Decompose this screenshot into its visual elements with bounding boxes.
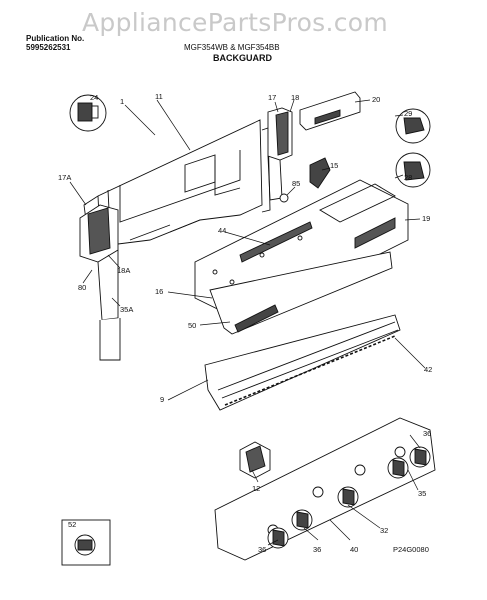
manifold-panel	[214, 417, 436, 561]
lamp-switch-part	[69, 94, 107, 132]
callout-19: 19	[422, 214, 430, 223]
leader-lines	[69, 99, 426, 546]
clock-timer-part	[299, 91, 361, 131]
callout-1: 1	[120, 97, 124, 106]
callout-9: 9	[160, 395, 164, 404]
callout-52: 52	[68, 520, 76, 529]
callout-24: 24	[90, 93, 98, 102]
callout-18a: 18A	[117, 266, 130, 275]
callout-numbers: 24 1 11 17 18 20 29 15 85 28 17A 44 19 1…	[58, 92, 432, 554]
callout-35: 35	[418, 489, 426, 498]
callout-15: 15	[330, 161, 338, 170]
callout-35a: 35A	[120, 305, 133, 314]
callout-12: 12	[252, 484, 260, 493]
callout-80: 80	[78, 283, 86, 292]
left-end-bracket	[79, 204, 121, 361]
callout-20: 20	[372, 95, 380, 104]
backguard-rear-panel	[83, 119, 271, 251]
timer-knob-part	[395, 108, 431, 144]
callout-42: 42	[424, 365, 432, 374]
callout-36-left: 36	[258, 545, 266, 554]
callout-11: 11	[155, 92, 163, 101]
callout-50: 50	[188, 321, 196, 330]
part-52-inset	[61, 519, 111, 566]
callout-29: 29	[404, 109, 412, 118]
rotary-knob-part	[395, 152, 431, 188]
callout-32: 32	[380, 526, 388, 535]
callout-36-mid: 36	[313, 545, 321, 554]
callout-85: 85	[292, 179, 300, 188]
callout-44: 44	[218, 226, 226, 235]
callout-16: 16	[155, 287, 163, 296]
grommet-part	[279, 193, 289, 203]
callout-28: 28	[404, 173, 412, 182]
burner-knobs	[267, 446, 431, 549]
igniter-switch-part	[239, 441, 271, 479]
model-number: MGF354WB & MGF354BB	[184, 43, 280, 52]
callout-40: 40	[350, 545, 358, 554]
drawing-code: P24G0080	[393, 545, 429, 554]
publication-number: 5995262531	[26, 43, 71, 52]
callout-17a: 17A	[58, 173, 71, 182]
publication-label: Publication No.	[26, 34, 85, 43]
watermark: AppliancePartsPros.com	[82, 8, 389, 37]
panel-support	[209, 251, 393, 335]
right-end-bracket	[267, 107, 293, 201]
switch-bracket-part	[309, 157, 331, 189]
backguard-trim	[204, 314, 401, 411]
callout-17: 17	[268, 93, 276, 102]
callout-18: 18	[291, 93, 299, 102]
callout-36-top: 36	[423, 429, 431, 438]
section-title: BACKGUARD	[213, 53, 272, 63]
